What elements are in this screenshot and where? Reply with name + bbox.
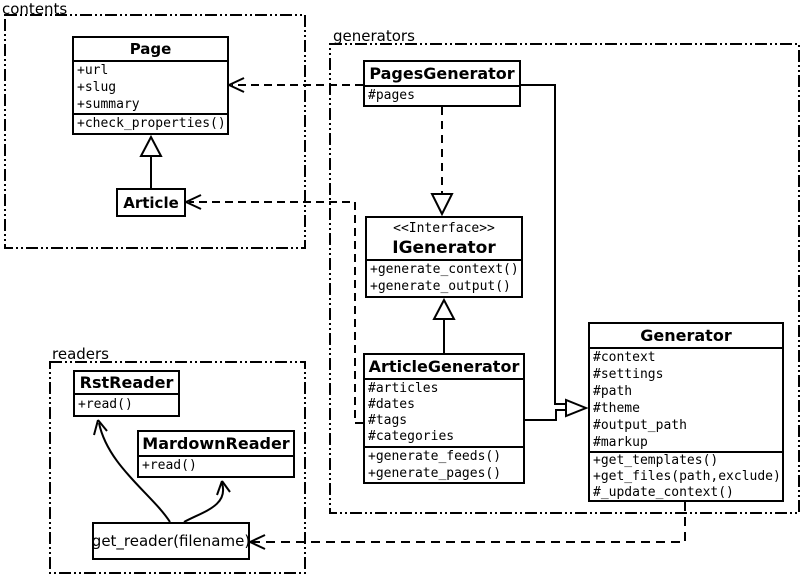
class-mardownreader-title: MardownReader (142, 434, 290, 453)
class-generator-attributes: #context #settings #path #theme #output_… (590, 347, 782, 451)
attribute: #dates (368, 397, 415, 412)
attribute: #path (593, 384, 633, 399)
interface-igenerator-header: <<Interface>> IGenerator (367, 218, 521, 259)
attribute: +slug (77, 80, 117, 95)
class-generator-methods: +get_templates() +get_files(path,exclude… (590, 451, 782, 500)
generalization-article-to-page (139, 134, 163, 188)
method: +read() (78, 397, 133, 412)
package-readers-border (49, 361, 306, 574)
arrow-getreader-to-rstreader (93, 419, 171, 523)
attribute: #theme (593, 401, 640, 416)
attribute: #pages (368, 88, 415, 103)
class-rstreader: RstReader +read() (73, 370, 180, 417)
method: #_update_context() (593, 485, 734, 500)
package-generators-border (329, 43, 800, 514)
realization-pagesgenerator-to-igenerator (430, 107, 454, 217)
class-mardownreader-methods: +read() (139, 455, 293, 475)
package-contents-border (4, 14, 306, 249)
attribute: +summary (77, 97, 140, 112)
package-label-readers: readers (52, 345, 109, 363)
class-page: Page +url +slug +summary +check_properti… (72, 36, 229, 135)
interface-igenerator-methods: +generate_context() +generate_output() (367, 259, 521, 295)
class-articlegenerator-attributes: #articles #dates #tags #categories (365, 378, 523, 446)
class-page-methods: +check_properties() (74, 113, 227, 132)
method: +read() (142, 458, 197, 473)
attribute: #markup (593, 435, 648, 450)
method: +generate_feeds() (368, 449, 502, 464)
class-article-title: Article (123, 193, 179, 212)
class-page-attributes: +url +slug +summary (74, 60, 227, 113)
method: +generate_pages() (368, 466, 502, 481)
attribute: #categories (368, 429, 455, 444)
attribute: #tags (368, 413, 408, 428)
attribute: #settings (593, 367, 664, 382)
attribute: #context (593, 350, 656, 365)
generalization-generators-to-generator (521, 84, 589, 421)
interface-igenerator-title: IGenerator (392, 238, 496, 258)
function-get-reader-label: get_reader(filename) (92, 532, 250, 550)
interface-igenerator: <<Interface>> IGenerator +generate_conte… (365, 216, 523, 298)
dependency-generator-to-getreader (249, 502, 686, 550)
arrow-getreader-to-mardownreader (183, 480, 231, 523)
class-pagesgenerator-title: PagesGenerator (369, 64, 515, 83)
class-generator: Generator #context #settings #path #them… (588, 322, 784, 502)
attribute: #articles (368, 381, 439, 396)
method: +check_properties() (77, 116, 226, 131)
attribute: +url (77, 63, 109, 78)
class-pagesgenerator: PagesGenerator #pages (363, 60, 521, 107)
dependency-articlegenerator-to-article (185, 194, 363, 424)
class-article: Article (116, 188, 186, 217)
class-articlegenerator-methods: +generate_feeds() +generate_pages() (365, 446, 523, 482)
package-label-generators: generators (333, 27, 415, 45)
interface-stereotype: <<Interface>> (393, 221, 495, 236)
method: +generate_context() (370, 262, 519, 277)
method: +get_files(path,exclude) (593, 469, 781, 484)
class-pagesgenerator-attributes: #pages (365, 85, 519, 105)
generalization-articlegenerator-to-igenerator (432, 297, 456, 353)
class-rstreader-title: RstReader (79, 373, 174, 392)
class-rstreader-methods: +read() (75, 393, 178, 414)
dependency-pagesgenerator-to-page (228, 77, 363, 93)
function-get-reader: get_reader(filename) (92, 522, 250, 560)
class-page-title: Page (129, 40, 172, 58)
package-label-contents: contents (2, 0, 68, 18)
method: +generate_output() (370, 279, 511, 294)
class-articlegenerator: ArticleGenerator #articles #dates #tags … (363, 353, 525, 484)
class-generator-title: Generator (640, 326, 732, 345)
class-articlegenerator-title: ArticleGenerator (368, 357, 520, 376)
class-mardownreader: MardownReader +read() (137, 430, 295, 478)
attribute: #output_path (593, 418, 687, 433)
method: +get_templates() (593, 453, 719, 468)
